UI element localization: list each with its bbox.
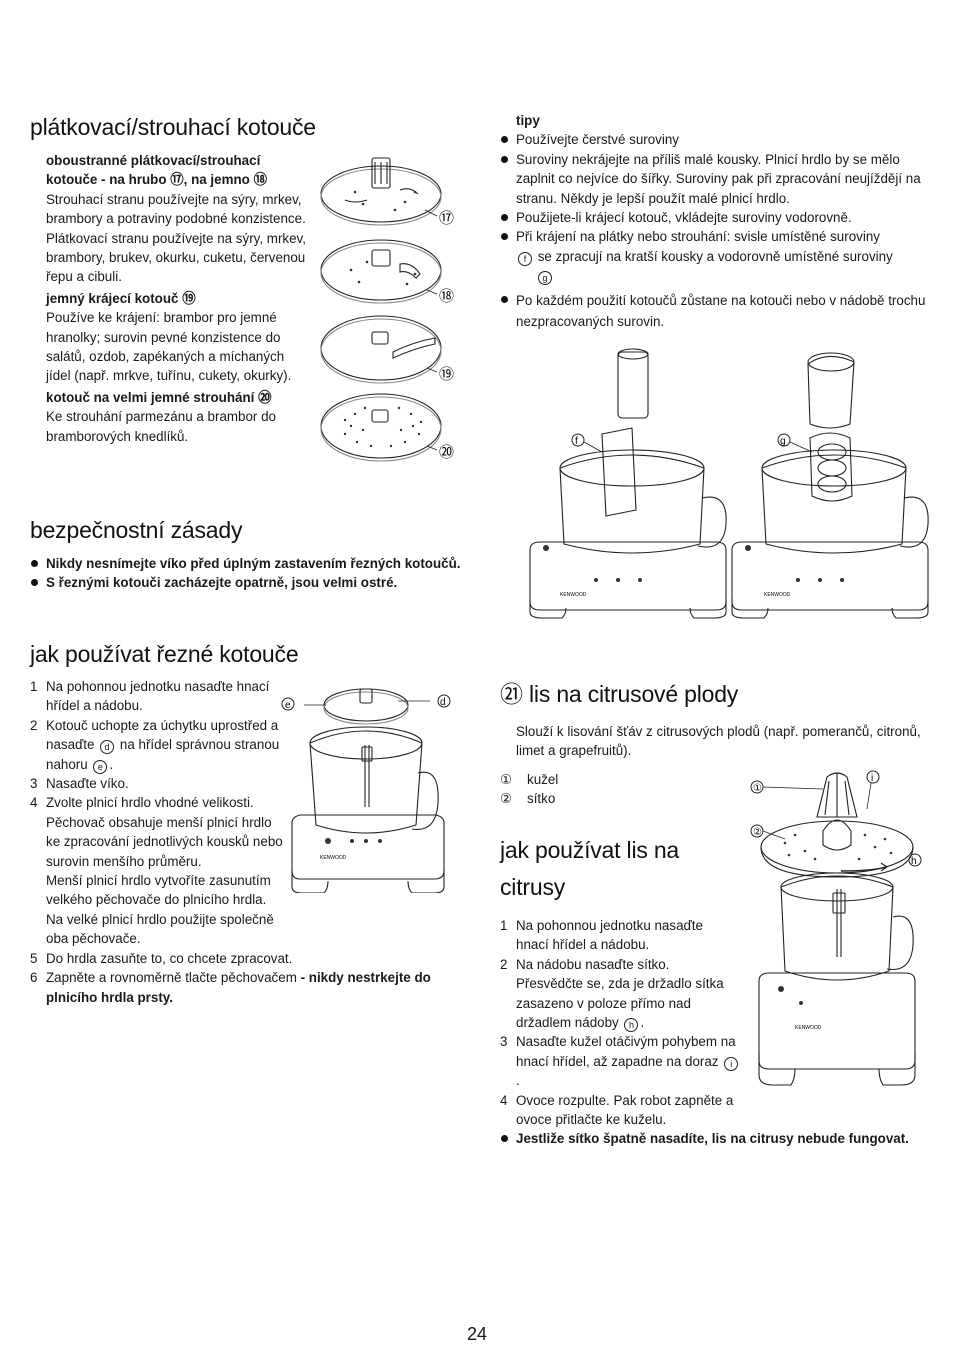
feed-tube-illustration: f g KENWOOD KENWOOD [529, 348, 929, 619]
section-title: bezpečnostní zásady [30, 517, 243, 543]
ref-i: i [724, 1056, 739, 1071]
disc-label-17: ⑰ [439, 210, 454, 227]
paragraph: Plátkovací stranu používejte na sýry, mr… [46, 230, 306, 285]
ref-f: f [518, 251, 532, 266]
list-item: Suroviny nekrájejte na příliš malé kousk… [500, 150, 930, 208]
section-tips: tipy Používejte čerstvé suroviny Surovin… [500, 111, 930, 332]
paragraph: Slouží k lisování šťáv z citrusových plo… [516, 724, 921, 759]
tips-heading: tipy [516, 113, 540, 128]
subheading-fine-slicer: jemný krájecí kotouč ⑲ [46, 290, 196, 306]
paragraph: Strouhací stranu používejte na sýry, mrk… [46, 191, 306, 227]
list-item: S řeznými kotouči zacházejte opatrně, js… [30, 573, 470, 592]
brand-logo: KENWOOD [764, 592, 791, 598]
subheading-extra-fine-grater: kotouč na velmi jemné strouhání ⑳ [46, 389, 272, 405]
subheading-double-sided: oboustranné plátkovací/strouhací kotouče… [46, 153, 267, 188]
brand-logo: KENWOOD [560, 592, 587, 598]
paragraph: Ke strouhání parmezánu a brambor do bram… [46, 409, 277, 444]
citrus-press-illustration: ① ② i h KENWOOD [750, 770, 922, 1086]
brand-logo: KENWOOD [320, 855, 347, 861]
list-item: Použijete-li krájecí kotouč, vkládejte s… [500, 208, 930, 227]
ref-g-label: g [780, 436, 786, 447]
ref-h-label: h [911, 856, 917, 867]
ref-g: g [538, 271, 552, 286]
section-number: ㉑ [500, 681, 523, 707]
disc-label-18: ⑱ [439, 288, 454, 305]
page-number: 24 [466, 1324, 488, 1344]
ref-e-label: e [285, 700, 291, 711]
section-safety: bezpečnostní zásady Nikdy nesnímejte vík… [30, 516, 470, 593]
section-title: jak používat řezné kotouče [30, 641, 299, 667]
warning-item: Jestliže sítko špatně nasadíte, lis na c… [500, 1129, 930, 1148]
list-item: Po každém použití kotoučů zůstane na kot… [500, 290, 930, 332]
part-label-1: ① [753, 783, 762, 794]
paragraph: Používe ke krájení: brambor pro jemné hr… [46, 310, 292, 384]
ref-i-label: i [871, 773, 873, 784]
section-title: plátkovací/strouhací kotouče [30, 114, 316, 140]
section-citrus-press: ㉑ lis na citrusové plody Slouží k lisová… [500, 680, 930, 809]
ref-e: e [93, 759, 108, 774]
list-item: Nikdy nesnímejte víko před úplným zastav… [30, 554, 470, 573]
brand-logo: KENWOOD [795, 1025, 822, 1031]
cutting-discs-illustration: ⑰ ⑱ ⑲ ⑳ [320, 157, 454, 462]
ref-d-label: d [440, 697, 446, 708]
ref-d: d [100, 740, 115, 755]
list-item: Používejte čerstvé suroviny [500, 130, 930, 149]
section-slicing-discs: plátkovací/strouhací kotouče oboustranné… [30, 113, 460, 446]
ref-h: h [624, 1018, 639, 1033]
list-item: Při krájení na plátky nebo strouhání: sv… [500, 227, 930, 286]
processor-with-disc-illustration: e d KENWOOD [281, 688, 451, 893]
ref-f-label: f [575, 436, 578, 447]
part-label-2: ② [753, 827, 762, 838]
disc-label-20: ⑳ [439, 444, 454, 461]
disc-label-19: ⑲ [439, 366, 454, 383]
section-title: ㉑ lis na citrusové plody [500, 681, 739, 707]
